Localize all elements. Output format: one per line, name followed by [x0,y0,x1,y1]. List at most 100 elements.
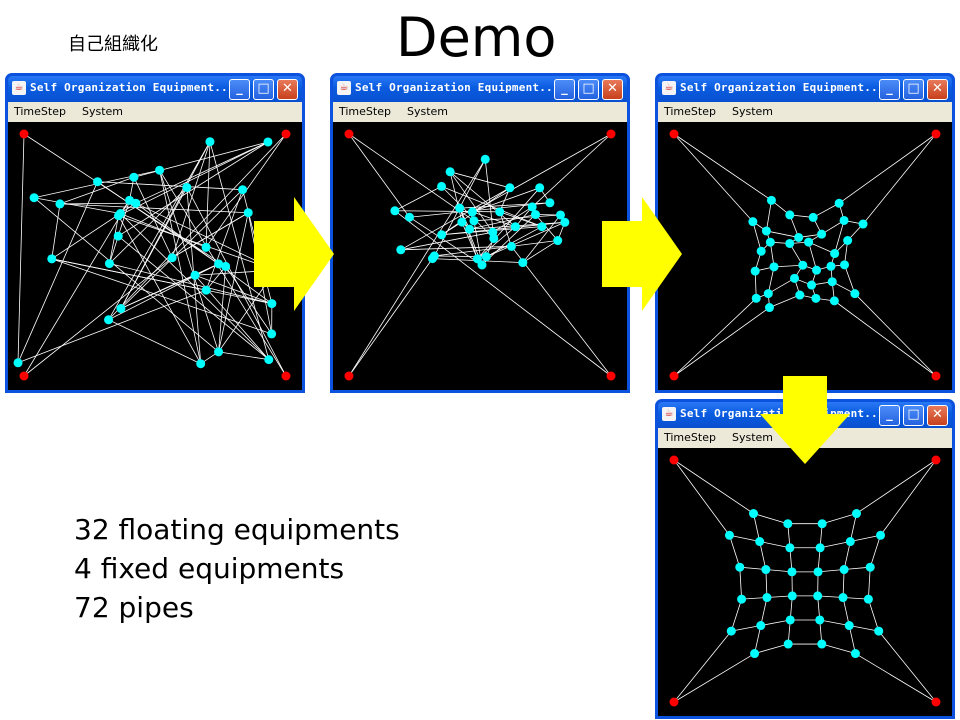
floating-equipment-node [489,233,499,243]
floating-equipment-node [467,207,477,217]
maximize-button[interactable]: □ [578,79,599,100]
floating-equipment-node [93,177,103,187]
window-title: Self Organization Equipment... [355,81,553,94]
floating-equipment-node [750,649,760,659]
floating-equipment-node [858,219,868,229]
minimize-button[interactable]: _ [879,405,900,426]
floating-equipment-node [267,299,277,309]
pipe-line [394,210,500,213]
pipe-line [754,643,789,654]
pipe-line [765,569,768,598]
pipe-line [218,266,227,352]
floating-equipment-node [535,183,545,193]
floating-equipment-node [794,232,804,242]
floating-equipment-node [787,567,797,577]
floating-equipment-node [527,202,537,212]
menu-bar: TimeStep System [658,102,952,122]
close-button[interactable]: ✕ [927,79,948,100]
pipe-line [133,177,173,258]
floating-equipment-node [812,265,822,275]
window-titlebar[interactable]: ☕ Self Organization Equipment... _ □ ✕ [8,76,302,102]
floating-equipment-node [765,237,775,247]
sim-window-3: ☕ Self Organization Equipment... _ □ ✕ T… [655,73,955,393]
window-titlebar[interactable]: ☕ Self Organization Equipment... _ □ ✕ [333,76,627,102]
floating-equipment-node [457,217,467,227]
floating-equipment-node [785,543,795,553]
menu-timestep[interactable]: TimeStep [14,105,66,118]
pipe-line [880,459,937,536]
pipe-line [400,231,493,251]
pipe-line [760,597,768,626]
menu-system[interactable]: System [82,105,124,118]
floating-equipment-node [104,315,114,325]
floating-equipment-node [763,289,773,299]
slide-title: Demo [396,6,557,69]
maximize-button[interactable]: □ [903,79,924,100]
pipe-line [434,240,558,257]
fixed-equipment-node [281,371,291,381]
pipe-line [673,133,772,201]
floating-equipment-node [555,210,565,220]
floating-equipment-node [839,215,849,225]
pipe-line [23,133,226,267]
pipe-line [469,214,536,230]
pipe-line [767,266,775,294]
close-button[interactable]: ✕ [602,79,623,100]
floating-equipment-node [264,355,274,365]
floating-equipment-node [804,237,814,247]
pipe-line [729,534,760,542]
java-icon: ☕ [337,81,351,95]
pipe-line [819,619,850,626]
floating-equipment-node [785,615,795,625]
menu-system[interactable]: System [732,431,774,444]
pipe-line [768,277,795,294]
close-button[interactable]: ✕ [927,405,948,426]
menu-timestep[interactable]: TimeStep [664,105,716,118]
window-title: Self Organization Equipment... [680,81,878,94]
minimize-button[interactable]: _ [554,79,575,100]
close-button[interactable]: ✕ [277,79,298,100]
floating-equipment-node [785,238,795,248]
floating-equipment-node [214,347,224,357]
pipe-line [51,203,61,259]
minimize-button[interactable]: _ [229,79,250,100]
network-graph-random [13,129,291,381]
fixed-equipment-node [669,371,679,381]
menu-timestep[interactable]: TimeStep [339,105,391,118]
fixed-equipment-node [931,371,941,381]
pipe-line [754,625,762,654]
pipe-line [59,176,135,205]
floating-equipment-node [113,231,123,241]
menu-system[interactable]: System [407,105,449,118]
pipe-line [753,513,788,525]
pipe-line [844,264,856,294]
pipe-line [461,221,478,259]
fixed-equipment-node [931,129,941,139]
pipe-line [834,220,845,254]
maximize-button[interactable]: □ [903,405,924,426]
pipe-line [120,189,243,309]
menu-timestep[interactable]: TimeStep [664,431,716,444]
floating-equipment-node [748,509,758,519]
maximize-button[interactable]: □ [253,79,274,100]
menu-system[interactable]: System [732,105,774,118]
pipe-line [673,297,757,377]
window-titlebar[interactable]: ☕ Self Organization Equipment... _ □ ✕ [658,76,952,102]
pipe-line [843,541,851,570]
floating-equipment-node [104,259,114,269]
pipe-line [218,351,269,361]
pipe-line [773,264,803,268]
fixed-equipment-node [669,697,679,707]
minimize-button[interactable]: _ [879,79,900,100]
pipe-line [673,653,755,703]
floating-equipment-node [787,591,797,601]
floating-equipment-node [761,226,771,236]
floating-equipment-node [724,530,734,540]
pipe-line [348,159,486,377]
floating-equipment-node [798,260,808,270]
floating-equipment-node [755,537,765,547]
menu-bar: TimeStep System [8,102,302,122]
pipe-line [731,625,761,632]
floating-equipment-node [876,530,886,540]
